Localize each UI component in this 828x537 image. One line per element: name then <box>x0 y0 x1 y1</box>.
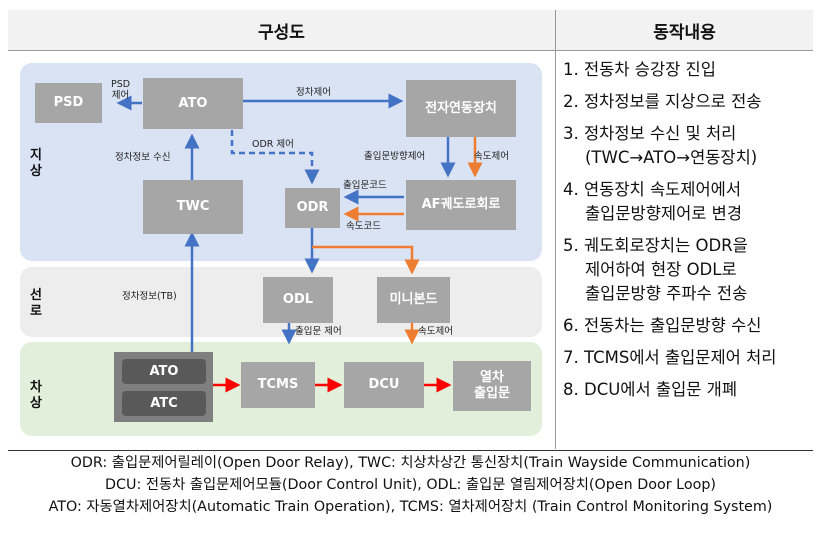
psd-box: PSD <box>35 83 102 123</box>
train-control-label: 정차제어 <box>296 87 331 98</box>
step-item: 1. 전동차 승강장 진입 <box>563 58 811 82</box>
step-item: 2. 정차정보를 지상으로 전송 <box>563 90 811 114</box>
ato-vehicle-box: ATO <box>122 359 206 384</box>
header-operation: 동작내용 <box>556 10 813 51</box>
track-zone-label: 선 로 <box>30 288 42 319</box>
stop-info-rx-label: 정차정보 수신 <box>115 152 171 163</box>
vehicle-zone-label: 차 상 <box>30 380 42 411</box>
door-code-label: 출입문코드 <box>343 180 387 191</box>
step-text: (TWC→ATO→연동장치) <box>585 148 758 167</box>
mini-bond-box: 미니본드 <box>377 277 450 323</box>
tcms-box: TCMS <box>241 362 315 408</box>
odl-box: ODL <box>263 277 333 323</box>
ground-zone-label: 지 상 <box>30 148 42 179</box>
train-door-box: 열차 출입문 <box>453 361 531 411</box>
step-text: 1. 전동차 승강장 진입 <box>563 60 716 79</box>
step-text: 7. TCMS에서 출입문제어 처리 <box>563 348 777 367</box>
interlocking-box: 전자연동장치 <box>406 80 516 137</box>
step-text: 2. 정차정보를 지상으로 전송 <box>563 92 762 111</box>
legend-line: DCU: 전동차 출입문제어모듈(Door Control Unit), ODL… <box>105 477 716 493</box>
door-direction-control-label: 출입문방향제어 <box>364 151 426 162</box>
legend-line: ODR: 출입문제어릴레이(Open Door Relay), TWC: 치상차… <box>70 455 751 471</box>
step-item: 6. 전동차는 출입문방향 수신 <box>563 314 811 338</box>
step-item: 7. TCMS에서 출입문제어 처리 <box>563 346 811 370</box>
abbreviation-legend: ODR: 출입문제어릴레이(Open Door Relay), TWC: 치상차… <box>8 452 813 518</box>
column-divider <box>555 10 556 449</box>
step-text: 5. 궤도회로장치는 ODR을 <box>563 236 748 255</box>
operation-steps: 1. 전동차 승강장 진입 2. 정차정보를 지상으로 전송 3. 정차정보 수신 … <box>563 58 811 402</box>
legend-line: ATO: 자동열차제어장치(Automatic Train Operation)… <box>48 499 773 515</box>
speed-control-label: 속도제어 <box>474 151 509 162</box>
step-item: 3. 정차정보 수신 및 처리 (TWC→ATO→연동장치) <box>563 122 811 170</box>
atc-box: ATC <box>122 391 206 416</box>
dcu-box: DCU <box>344 362 424 408</box>
step-text: 출입문방향제어로 변경 <box>585 204 743 223</box>
speed-control-label-2: 속도제어 <box>418 326 453 337</box>
odr-control-label: ODR 제어 <box>252 139 294 150</box>
ato-ground-box: ATO <box>143 78 243 129</box>
step-text: 제어하여 현장 ODL로 <box>585 260 737 279</box>
step-item: 8. DCU에서 출입문 개폐 <box>563 378 811 402</box>
door-control-label: 출입문 제어 <box>295 326 342 337</box>
step-text: 3. 정차정보 수신 및 처리 <box>563 124 737 143</box>
header-diagram: 구성도 <box>8 10 555 51</box>
step-text: 4. 연동장치 속도제어에서 <box>563 180 742 199</box>
stop-info-tb-label: 정차정보(TB) <box>122 291 177 302</box>
af-track-circuit-box: AF궤도로회로 <box>406 180 516 230</box>
step-text: 출입문방향 주파수 전송 <box>585 284 748 303</box>
twc-box: TWC <box>143 180 243 234</box>
step-text: 8. DCU에서 출입문 개폐 <box>563 380 738 399</box>
speed-code-label: 속도코드 <box>346 221 381 232</box>
step-text: 6. 전동차는 출입문방향 수신 <box>563 316 762 335</box>
odr-box: ODR <box>285 188 340 228</box>
psd-control-label: PSD 제어 <box>111 79 131 101</box>
